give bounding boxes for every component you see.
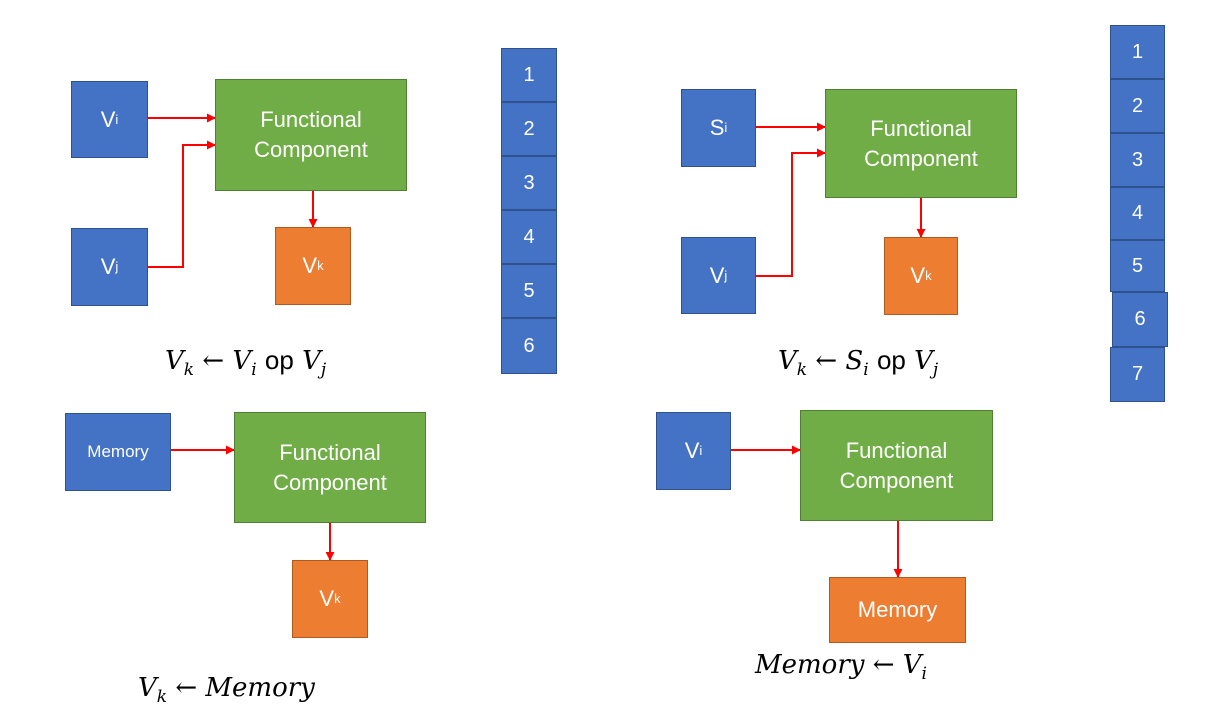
equation-scalar-vector: Vk ← Si op Vj — [778, 345, 939, 381]
functional-component: Functional Component — [825, 89, 1017, 198]
register-slot: 2 — [501, 102, 557, 156]
register-slot: 1 — [1110, 25, 1165, 79]
register-slot: 3 — [1110, 133, 1165, 187]
register-slot: 6 — [501, 318, 557, 374]
register-slot: 4 — [1110, 187, 1165, 240]
functional-component: Functional Component — [234, 412, 426, 523]
register-slot: 1 — [501, 48, 557, 102]
memory-source: Memory — [65, 413, 171, 491]
equation-vector-vector: Vk ← Vi op Vj — [165, 345, 327, 381]
functional-component: Functional Component — [800, 410, 993, 521]
register-slot: 5 — [501, 264, 557, 318]
register-slot: 4 — [501, 210, 557, 264]
register-slot: 3 — [501, 156, 557, 210]
register-slot: 6 — [1112, 292, 1168, 347]
arrow-vj-to-fc-2 — [756, 148, 826, 277]
memory-destination: Memory — [829, 577, 966, 643]
equation-load: Vk ← Memory — [138, 673, 315, 708]
functional-component: Functional Component — [215, 79, 407, 191]
register-slot: 7 — [1110, 347, 1165, 402]
register-slot: 5 — [1110, 240, 1165, 292]
arrow-vj-to-fc — [148, 140, 216, 268]
equation-store: Memory ← Vi — [755, 650, 927, 685]
register-slot: 2 — [1110, 79, 1165, 133]
